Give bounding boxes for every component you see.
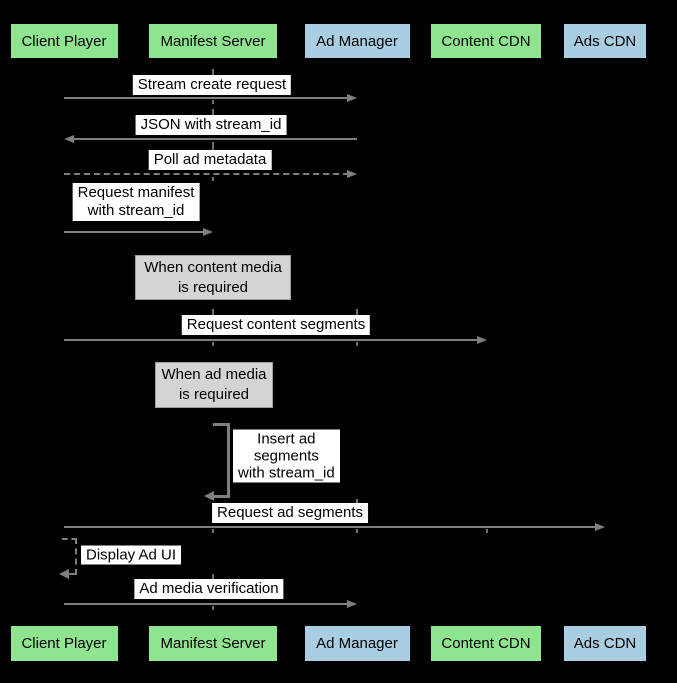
message-line xyxy=(64,173,349,175)
actor-box-top-ad-manager: Ad Manager xyxy=(304,24,410,58)
message-label: Ad media verification xyxy=(134,579,284,599)
lifeline-tick xyxy=(212,146,214,152)
self-loop-vertical-line xyxy=(227,423,230,497)
message-arrowhead xyxy=(595,523,605,531)
actor-box-top-content-cdn: Content CDN xyxy=(431,24,541,58)
message-label: Insert ad segments with stream_id xyxy=(233,429,340,483)
message-line xyxy=(64,97,349,99)
message-arrowhead xyxy=(477,336,487,344)
message-line xyxy=(64,231,205,233)
actor-box-top-ads-cdn: Ads CDN xyxy=(564,24,646,58)
lifeline-tick xyxy=(212,69,214,75)
self-loop-top-line xyxy=(62,538,77,540)
lifeline-tick xyxy=(212,177,214,181)
lifeline-tick xyxy=(212,309,214,315)
message-label: Request manifest with stream_id xyxy=(72,183,200,221)
message-arrowhead xyxy=(347,94,357,102)
lifeline-tick xyxy=(356,529,358,533)
message-label: Display Ad UI xyxy=(81,545,182,565)
self-loop-bottom-line xyxy=(69,573,77,575)
lifeline-tick xyxy=(356,499,358,505)
message-label: Stream create request xyxy=(132,75,292,95)
message-label: Poll ad metadata xyxy=(148,150,272,170)
actor-box-bottom-ads-cdn: Ads CDN xyxy=(564,626,646,661)
actor-box-bottom-client-player: Client Player xyxy=(10,626,118,661)
lifeline-tick xyxy=(356,309,358,315)
lifeline-tick xyxy=(212,109,214,115)
actor-box-top-manifest-server: Manifest Server xyxy=(149,24,277,58)
message-label: JSON with stream_id xyxy=(135,115,287,135)
self-loop-vertical-line xyxy=(75,538,77,575)
self-loop-top-line xyxy=(213,423,230,426)
actor-box-bottom-content-cdn: Content CDN xyxy=(431,626,541,661)
lifeline-tick xyxy=(212,574,214,580)
actor-box-top-client-player: Client Player xyxy=(10,24,118,58)
message-arrowhead xyxy=(347,170,357,178)
message-arrowhead xyxy=(203,228,213,236)
message-arrowhead xyxy=(64,135,74,143)
message-label: Request content segments xyxy=(181,315,371,335)
message-line xyxy=(64,603,349,605)
message-arrowhead xyxy=(347,600,357,608)
lifeline-tick xyxy=(486,529,488,533)
message-line xyxy=(64,339,479,341)
note-box: When content media is required xyxy=(135,255,291,300)
message-line xyxy=(64,526,597,528)
lifeline-tick xyxy=(212,606,214,610)
actor-box-bottom-ad-manager: Ad Manager xyxy=(304,626,410,661)
note-box: When ad media is required xyxy=(155,362,273,408)
lifeline-tick xyxy=(356,342,358,346)
actor-box-bottom-manifest-server: Manifest Server xyxy=(149,626,277,661)
self-loop-arrowhead xyxy=(59,569,69,579)
self-loop-arrowhead xyxy=(204,491,214,501)
message-label: Request ad segments xyxy=(212,503,368,523)
message-line xyxy=(72,138,357,140)
lifeline-tick xyxy=(212,100,214,104)
lifeline-tick xyxy=(212,142,214,146)
lifeline-tick xyxy=(212,529,214,533)
self-loop-bottom-line xyxy=(214,495,230,498)
lifeline-tick xyxy=(212,342,214,346)
